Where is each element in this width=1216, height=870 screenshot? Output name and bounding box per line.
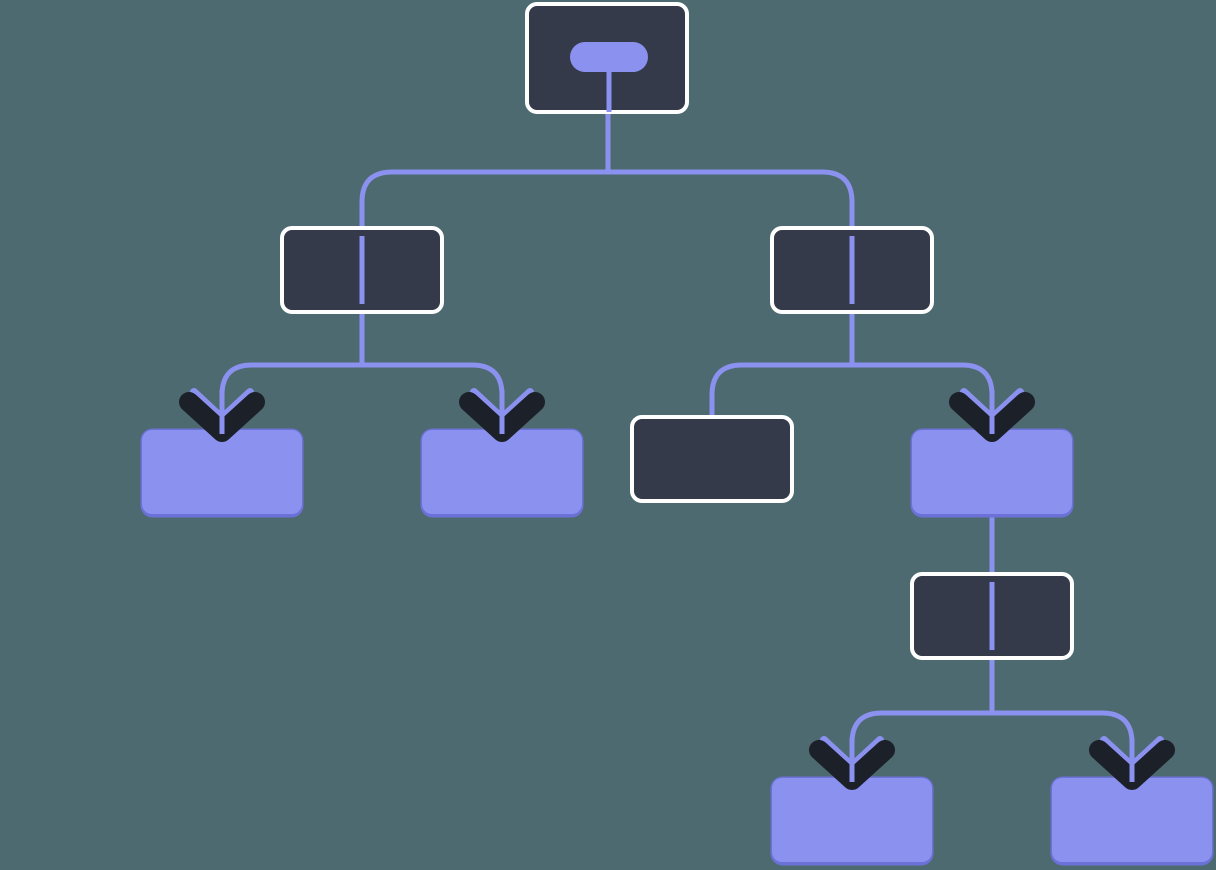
node-leaf-b[interactable] xyxy=(420,428,584,518)
edge-e-bus1-left xyxy=(359,169,608,312)
node-leaf-d[interactable] xyxy=(770,776,934,866)
node-body xyxy=(772,778,932,862)
edge-tips-layer xyxy=(219,72,1135,782)
edge-e-bus1-right xyxy=(608,169,855,312)
node-body xyxy=(912,430,1072,514)
node-n-r3[interactable] xyxy=(910,572,1074,660)
edge-e-bus3-plain xyxy=(709,362,852,417)
node-body xyxy=(630,415,794,503)
node-leaf-c[interactable] xyxy=(910,428,1074,518)
node-leaf-a[interactable] xyxy=(140,428,304,518)
node-n-r2-plain[interactable] xyxy=(630,415,794,503)
node-body xyxy=(422,430,582,514)
node-leaf-e[interactable] xyxy=(1050,776,1214,866)
nodes-layer xyxy=(140,2,1214,866)
node-n-l1[interactable] xyxy=(280,226,444,314)
node-body xyxy=(1052,778,1212,862)
node-pill-content xyxy=(570,42,648,72)
node-root[interactable] xyxy=(525,2,689,114)
node-n-r1[interactable] xyxy=(770,226,934,314)
node-body xyxy=(142,430,302,514)
